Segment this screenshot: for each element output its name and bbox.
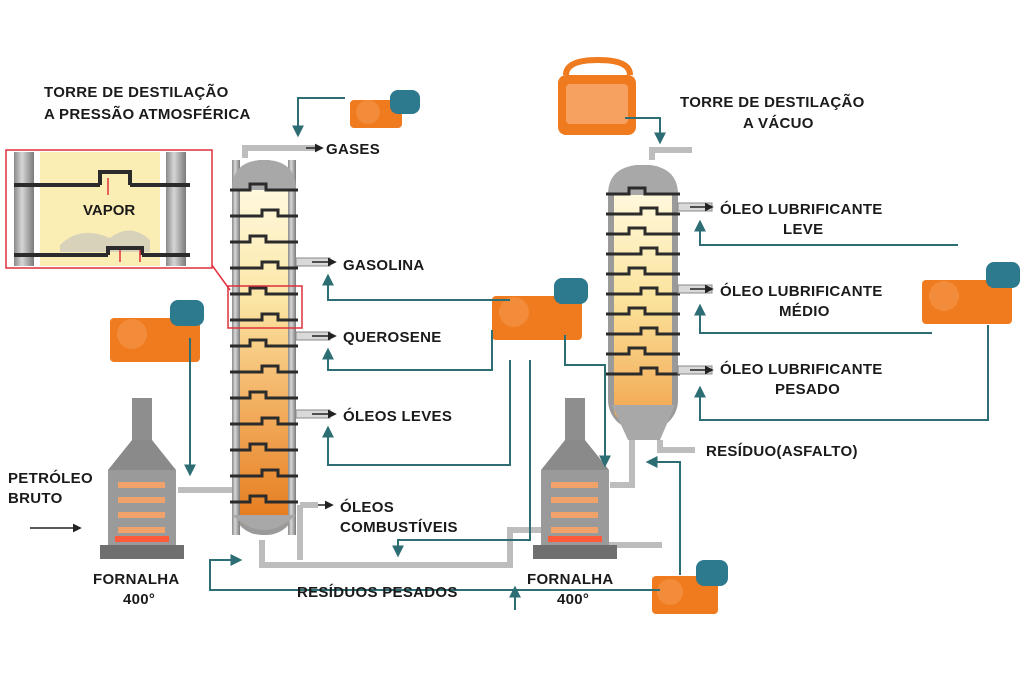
furnace-right-label-1: FORNALHA [527, 571, 614, 588]
output-arrows [30, 143, 714, 533]
furnace-right-label-2: 400° [557, 591, 589, 608]
label-leve-1: ÓLEO LUBRIFICANTE [720, 200, 883, 218]
tower-highlight-box [227, 285, 303, 329]
atm-tower-title-2: A PRESSÃO ATMOSFÉRICA [44, 105, 251, 123]
pump-icon [652, 560, 728, 614]
atm-tower-title-1: TORRE DE DESTILAÇÃO [44, 83, 229, 101]
label-medio-2: MÉDIO [779, 303, 830, 320]
vacuum-tower [608, 165, 678, 440]
pump-icon [350, 90, 420, 128]
label-oleos-comb-1: ÓLEOS [340, 498, 394, 516]
label-residuo: RESÍDUO(ASFALTO) [706, 443, 858, 460]
input-label-2: BRUTO [8, 490, 63, 507]
vapor-label: VAPOR [83, 202, 135, 219]
vacuum-pump-icon [558, 56, 636, 135]
vapor-inset: VAPOR [5, 149, 213, 269]
pump-icon [492, 278, 588, 340]
label-residuos-pesados: RESÍDUOS PESADOS [297, 584, 458, 601]
atmospheric-tower-trays [230, 182, 298, 504]
furnace-left-label-1: FORNALHA [93, 571, 180, 588]
vac-tower-title-1: TORRE DE DESTILAÇÃO [680, 93, 865, 111]
flow-arrows [184, 97, 989, 610]
pump-icon [922, 262, 1020, 324]
label-pesado-2: PESADO [775, 381, 840, 398]
furnace-left [100, 398, 184, 559]
label-medio-1: ÓLEO LUBRIFICANTE [720, 282, 883, 300]
furnace-right [533, 398, 617, 559]
label-gasolina: GASOLINA [343, 257, 425, 274]
label-querosene: QUEROSENE [343, 329, 442, 346]
label-leve-2: LEVE [783, 221, 823, 238]
furnace-left-label-2: 400° [123, 591, 155, 608]
label-gases: GASES [326, 141, 380, 158]
input-label-1: PETRÓLEO [8, 469, 93, 487]
label-oleos-leves: ÓLEOS LEVES [343, 407, 452, 425]
label-pesado-1: ÓLEO LUBRIFICANTE [720, 360, 883, 378]
label-oleos-comb-2: COMBUSTÍVEIS [340, 519, 458, 536]
vacuum-tower-trays [606, 186, 680, 376]
vac-tower-title-2: A VÁCUO [743, 115, 814, 132]
pump-icon [110, 300, 204, 362]
